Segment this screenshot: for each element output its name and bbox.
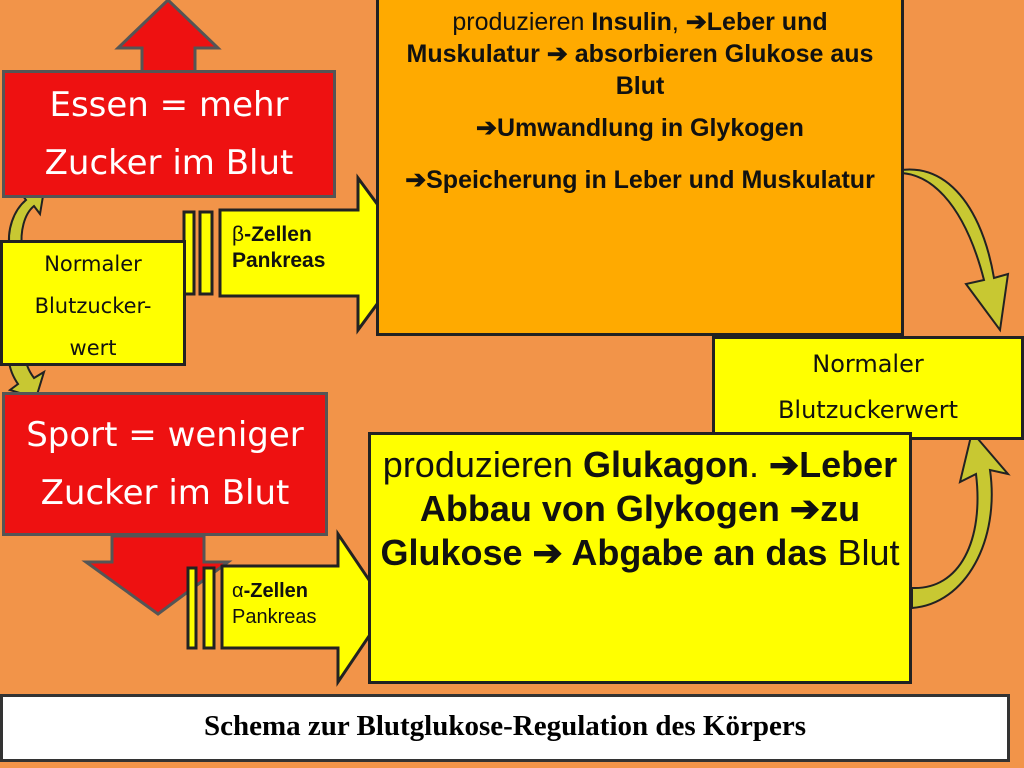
beta-symbol: β (232, 223, 245, 246)
glucagon-effect-box: produzieren Glukagon. ➔Leber Abbau von G… (368, 432, 912, 684)
insulin-word: Insulin (591, 8, 672, 36)
glucagon-word: Glukagon (582, 444, 749, 485)
left-curve-up-arrow (8, 188, 46, 252)
normal-left-line1: Normaler (44, 252, 142, 276)
normal-blood-sugar-left-box: Normaler Blutzucker- wert (0, 240, 186, 366)
beta-cells-label: β-Zellen Pankreas (232, 222, 325, 274)
insulin-effect-box: produzieren Insulin, ➔Leber und Muskulat… (376, 0, 904, 336)
food-box-line2: Zucker im Blut (44, 143, 294, 183)
right-curve-up-arrow (911, 429, 1011, 610)
sport-box-line2: Zucker im Blut (40, 473, 290, 513)
normal-right-line2: Blutzuckerwert (777, 396, 959, 424)
beta-cells-line2: Pankreas (232, 249, 326, 272)
normal-right-line1: Normaler (812, 350, 924, 378)
beta-cells-line1: -Zellen (244, 223, 312, 246)
diagram-title: Schema zur Blutglukose-Regulation des Kö… (0, 694, 1010, 762)
beta-bar-2 (198, 210, 214, 296)
insulin-paragraph-3: ➔Speicherung in Leber und Muskulatur (405, 166, 875, 194)
insulin-p1-a: produzieren (452, 8, 592, 36)
alpha-symbol: α (232, 580, 244, 602)
alpha-cells-line2: Pankreas (232, 606, 317, 628)
alpha-cells-label: α-Zellen Pankreas (232, 578, 317, 630)
sport-less-sugar-box: Sport = weniger Zucker im Blut (2, 392, 328, 536)
glucagon-d: ➔Leber Abbau von Glykogen ➔zu Glukose ➔ … (380, 444, 898, 573)
glucagon-e: Blut (827, 532, 900, 573)
alpha-bar-1 (186, 566, 198, 650)
alpha-cells-arrow (220, 529, 390, 687)
sport-box-line1: Sport = weniger (26, 415, 304, 455)
food-more-sugar-box: Essen = mehr Zucker im Blut (2, 70, 336, 198)
right-curve-down-arrow (879, 168, 1010, 333)
insulin-paragraph-2: ➔Umwandlung in Glykogen (476, 114, 804, 142)
normal-left-line2: Blutzucker- (34, 294, 152, 318)
normal-left-line3: wert (69, 336, 117, 360)
normal-blood-sugar-right-box: Normaler Blutzuckerwert (712, 336, 1024, 440)
insulin-p1-d: ➔Leber und Muskulatur ➔ absorbieren Gluk… (406, 8, 874, 100)
food-box-line1: Essen = mehr (49, 85, 289, 125)
insulin-p1-c: , (671, 8, 686, 36)
alpha-cells-line1: -Zellen (243, 580, 309, 602)
red-up-arrow (114, 0, 222, 76)
glucagon-a: produzieren (382, 444, 583, 485)
alpha-bar-2 (202, 566, 216, 650)
glucagon-c: . (748, 444, 759, 485)
insulin-paragraph-1: produzieren Insulin, ➔Leber und Muskulat… (385, 6, 895, 102)
